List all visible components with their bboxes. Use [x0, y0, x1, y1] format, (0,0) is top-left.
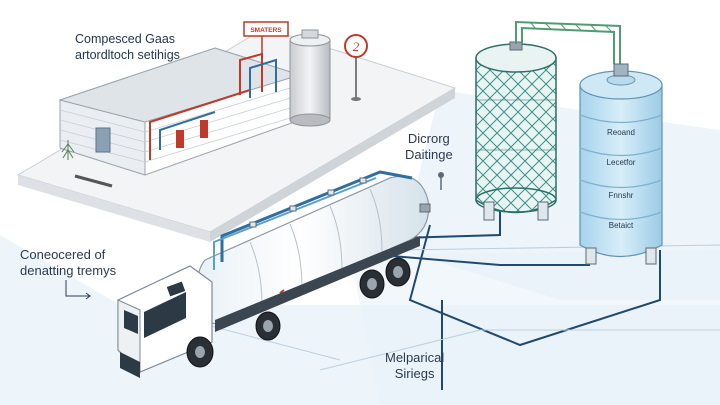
- label-top-left-line-2: artordltoch setihigs: [75, 48, 180, 62]
- label-middle-right-line-1: Dicrorg: [407, 131, 450, 146]
- tanker-truck: [117, 170, 431, 378]
- tank-band-label-3: Fnnshr: [609, 191, 634, 200]
- tank-band-label-2: Lecetfor: [607, 158, 636, 167]
- label-bottom: Melparical Siriegs: [385, 350, 444, 382]
- round-sign: 2: [344, 34, 368, 101]
- label-left-line-1: Coneocered of: [20, 247, 106, 262]
- label-left: Coneocered of denatting tremys: [20, 247, 116, 279]
- building-sign: SMATERS: [243, 21, 289, 54]
- gas-cylinder: [289, 29, 331, 127]
- label-middle-right-line-2: Daitinge: [405, 147, 453, 162]
- sign-text: SMATERS: [250, 27, 282, 34]
- label-top-left-line-1: Compesced Gaas: [75, 32, 176, 46]
- label-bottom-line-2: Siriegs: [394, 366, 435, 381]
- compressor-building: [58, 47, 302, 188]
- valve-icon: [438, 172, 444, 190]
- label-top-left: Compesced Gaas artordltoch setihigs: [75, 31, 180, 63]
- corner-arrow-icon: [65, 280, 91, 300]
- storage-tank: Reoand Lecetfor Fnnshr Betaict: [579, 63, 663, 265]
- tank-band-label-1: Reoand: [607, 128, 635, 137]
- lattice-tank: [475, 41, 557, 221]
- label-bottom-line-1: Melparical: [385, 350, 445, 365]
- round-sign-number: 2: [353, 39, 360, 54]
- overhead-pipe-bridge: [515, 20, 621, 64]
- label-middle-right: Dicrorg Daitinge: [405, 131, 453, 163]
- label-left-line-2: denatting tremys: [20, 263, 117, 278]
- tank-band-label-4: Betaict: [609, 221, 634, 230]
